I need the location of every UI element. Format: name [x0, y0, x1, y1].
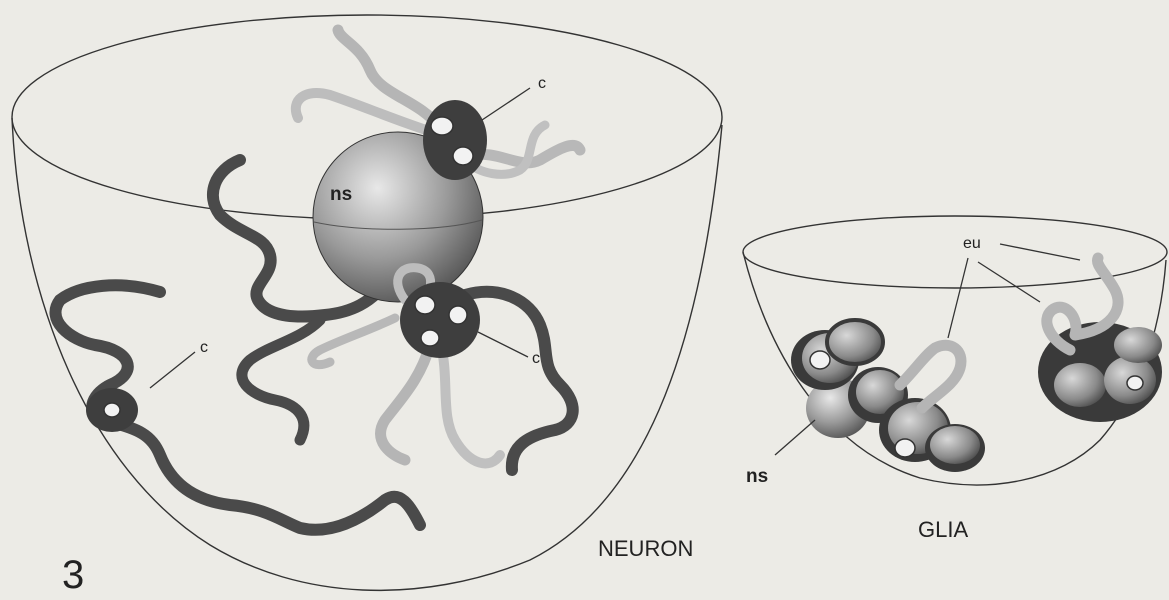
neuron-title: NEURON — [598, 536, 693, 561]
light-loop-bottom-a — [381, 345, 430, 460]
neuron-nucleus: ns c c c NEURON — [12, 15, 722, 590]
glia-nucleolus-label: ns — [746, 466, 768, 487]
glia-nucleus: eu ns GLIA — [743, 216, 1167, 542]
glia-title: GLIA — [918, 517, 968, 542]
chromocenter-left — [86, 388, 138, 432]
figure-number: 3 — [62, 553, 84, 597]
light-loop-bottom-b — [440, 340, 500, 463]
chromocenter-middle — [400, 282, 480, 358]
chromocenter-top — [423, 100, 487, 180]
chromocenter-label-top: c — [538, 75, 546, 92]
light-loop-bottom-d — [312, 318, 395, 365]
chromocenter-label-left: c — [200, 339, 208, 356]
chromocenter-label-middle: c — [532, 350, 540, 367]
neuron-nucleolus-label: ns — [330, 184, 352, 205]
glia-euchromatin-label: eu — [963, 235, 981, 252]
dark-strand-right — [465, 292, 573, 470]
dark-strand-middle — [242, 320, 320, 440]
